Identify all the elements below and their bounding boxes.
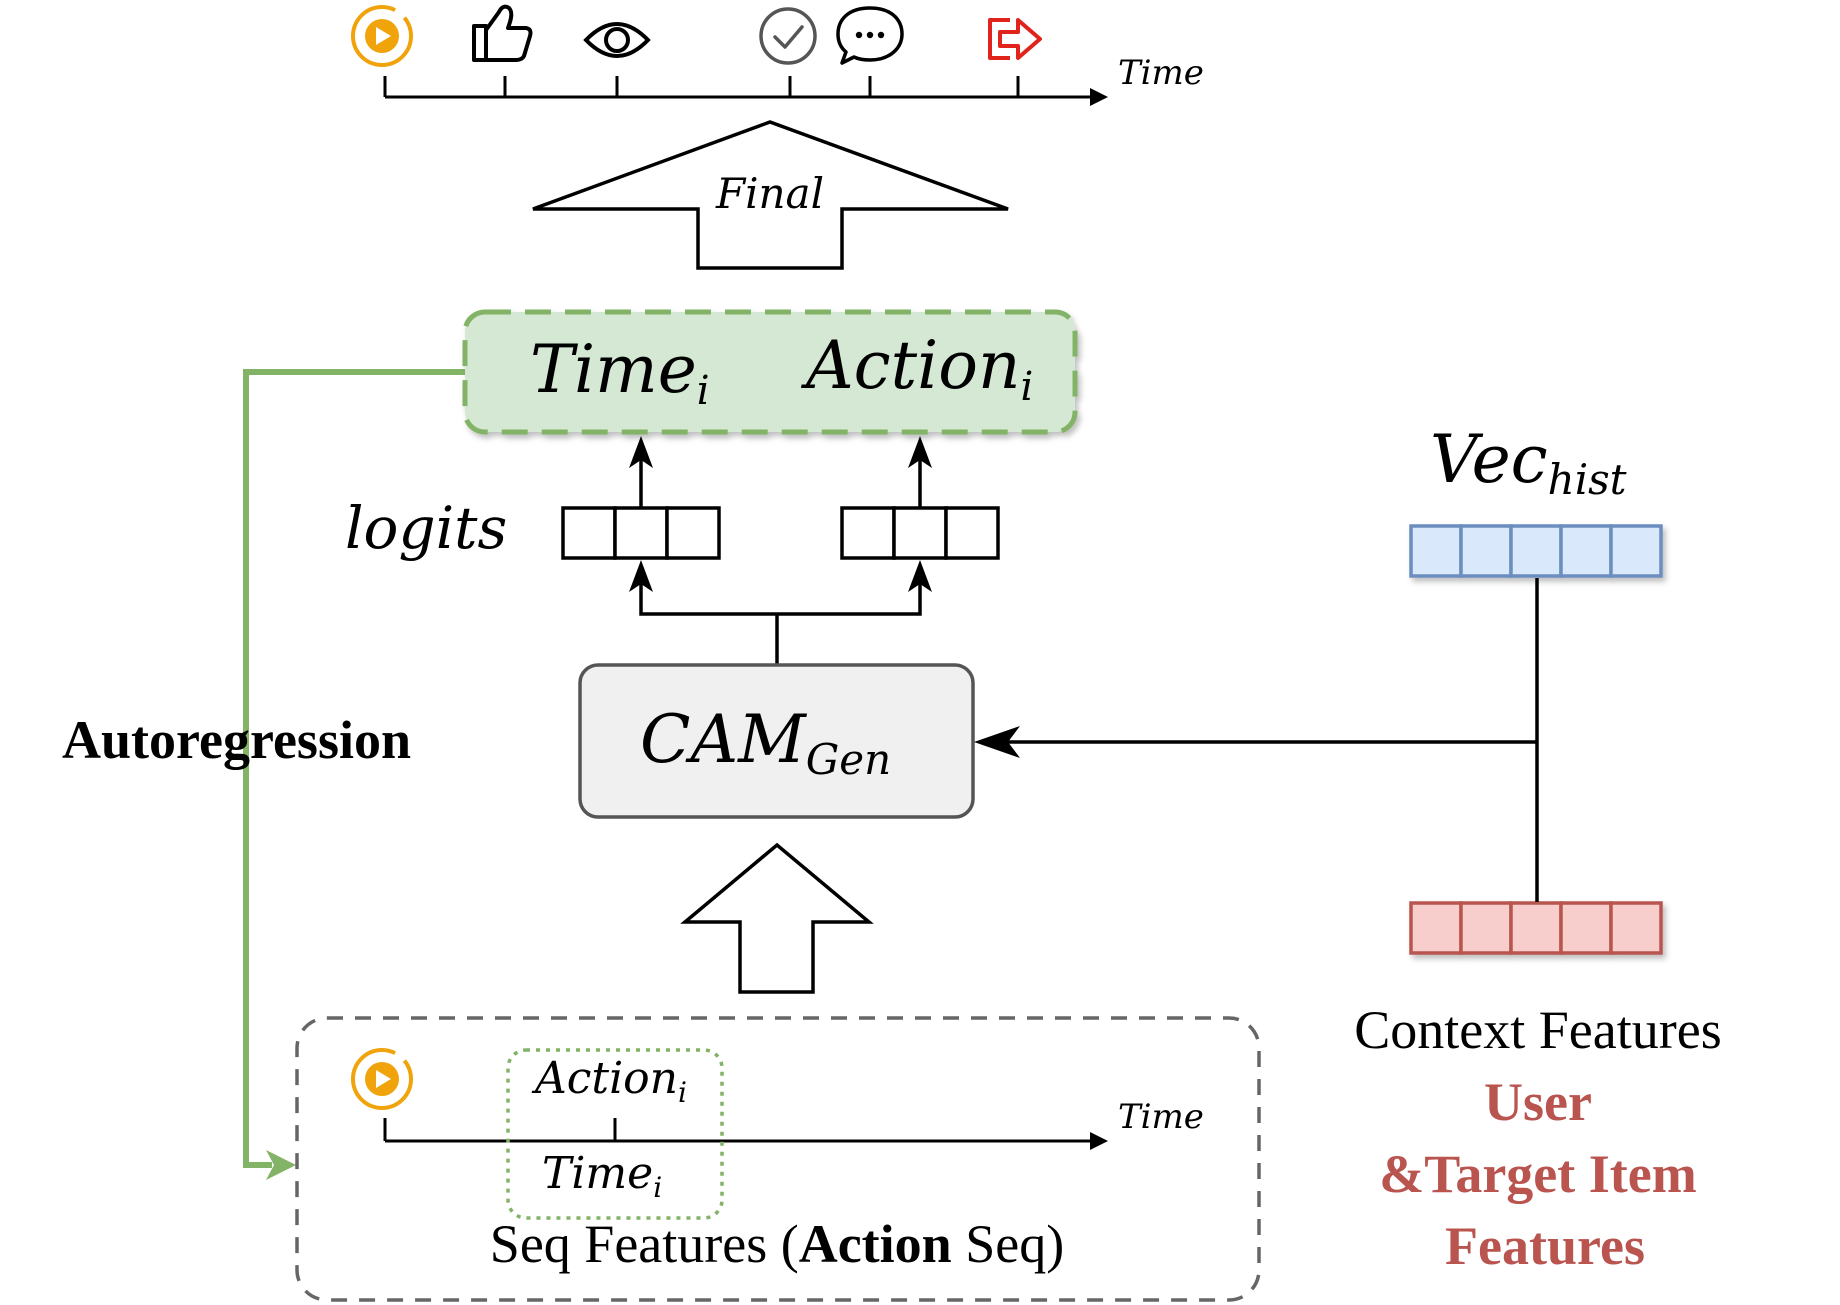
- logits-to-output-arrows: [629, 436, 932, 508]
- cam-gen-box: CAMGen: [578, 663, 975, 819]
- context-vector: [1409, 901, 1663, 955]
- context-cell: [1409, 901, 1463, 955]
- context-features-title: Context Features: [1354, 1000, 1721, 1060]
- seq-features-box: Time Actioni Timei Seq Features (Action …: [295, 1016, 1261, 1302]
- vec-hist-label: Vechist: [1430, 421, 1627, 504]
- seq-current-step-box: [506, 1048, 724, 1220]
- top-timeline-arrowhead: [1090, 88, 1108, 106]
- seq-input-arrow: [680, 842, 874, 994]
- vec-hist-cell: [1609, 524, 1663, 578]
- context-cell: [1509, 901, 1563, 955]
- vec-hist-cell: [1509, 524, 1563, 578]
- seq-features-caption: Seq Features (Action Seq): [490, 1214, 1064, 1274]
- vec-hist-cell: [1459, 524, 1513, 578]
- output-box: Timei Actioni: [462, 309, 1078, 435]
- final-arrow-label: Final: [715, 169, 824, 218]
- context-target-item-label: &Target Item: [1379, 1144, 1696, 1204]
- context-cell: [1559, 901, 1613, 955]
- cam-to-logits-connector: [629, 560, 932, 665]
- logits-vector-time: [561, 506, 721, 560]
- vec-hist-vector: [1409, 524, 1663, 578]
- autoregression-label: Autoregression: [62, 710, 411, 770]
- share-exit-icon: [988, 18, 1042, 60]
- seq-play-icon: [351, 1048, 413, 1110]
- vec-hist-cell: [1559, 524, 1613, 578]
- context-features-text: Context Features User &Target Item Featu…: [1354, 1000, 1721, 1276]
- final-arrow: Final: [532, 120, 1009, 270]
- logits-label: logits: [345, 494, 507, 562]
- vec-hist-cell: [1409, 524, 1463, 578]
- top-timeline: Time: [351, 4, 1204, 106]
- output-time-text: Timei: [530, 331, 710, 414]
- context-user-label: User: [1484, 1072, 1592, 1132]
- context-cell: [1609, 901, 1663, 955]
- eye-icon: [583, 22, 651, 58]
- check-circle-icon: [759, 7, 817, 65]
- context-cell: [1459, 901, 1513, 955]
- output-action-text: Actioni: [800, 327, 1033, 410]
- play-icon: [351, 5, 413, 67]
- context-features-label: Features: [1445, 1216, 1645, 1276]
- comment-icon: [836, 6, 904, 65]
- autoregression-path: [243, 369, 465, 1180]
- top-timeline-label: Time: [1118, 53, 1204, 93]
- thumbs-up-icon: [472, 4, 533, 62]
- logits-vector-action: [840, 506, 1000, 560]
- seq-timeline-label: Time: [1118, 1097, 1204, 1137]
- seq-action-text: Actioni: [531, 1053, 687, 1109]
- cam-gen-label: CAMGen: [640, 701, 891, 784]
- context-to-cam-connector: [974, 578, 1539, 902]
- seq-time-text: Timei: [542, 1148, 662, 1204]
